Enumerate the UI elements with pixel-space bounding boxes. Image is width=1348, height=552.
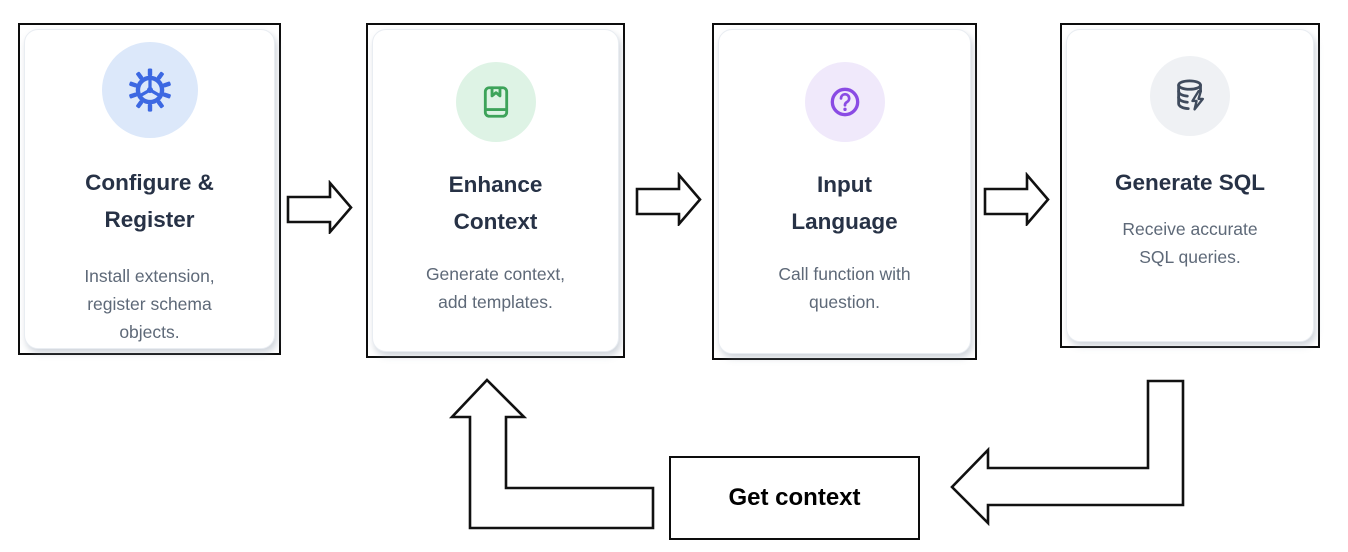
card-desc: Receive accurate SQL queries. bbox=[1122, 219, 1258, 267]
question-mark-icon bbox=[830, 87, 859, 117]
get-context-box: Get context bbox=[669, 456, 920, 540]
arrow-right-icon-1 bbox=[286, 180, 353, 234]
card-title: Configure & Register bbox=[85, 170, 214, 232]
gear-icon-circle bbox=[101, 42, 198, 138]
gear-icon bbox=[128, 68, 171, 112]
card-generate-sql-inner: Generate SQL Receive accurate SQL querie… bbox=[1066, 29, 1314, 342]
arrow-right-icon-2 bbox=[635, 172, 702, 226]
card-title: Generate SQL bbox=[1114, 170, 1266, 195]
book-icon bbox=[483, 86, 508, 118]
card-input-language-inner: Input Language Call function with questi… bbox=[718, 29, 971, 354]
card-generate-sql: Generate SQL Receive accurate SQL querie… bbox=[1060, 23, 1320, 348]
database-lightning-icon-circle bbox=[1150, 56, 1230, 136]
card-enhance-context-inner: Enhance Context Generate context, add te… bbox=[372, 29, 619, 352]
card-desc: Generate context, add templates. bbox=[425, 264, 566, 312]
arrow-right-icon-3 bbox=[983, 172, 1050, 226]
book-icon-circle bbox=[455, 62, 536, 142]
card-enhance-context: Enhance Context Generate context, add te… bbox=[366, 23, 625, 358]
loop-arrow-up-icon bbox=[448, 378, 655, 530]
database-lightning-icon bbox=[1177, 79, 1205, 111]
card-title: Input Language bbox=[791, 172, 898, 234]
card-desc: Call function with question. bbox=[778, 264, 911, 312]
get-context-label: Get context bbox=[728, 484, 861, 511]
card-configure-register: Configure & Register Install extension, … bbox=[18, 23, 281, 355]
card-title: Enhance Context bbox=[448, 172, 543, 234]
card-configure-register-inner: Configure & Register Install extension, … bbox=[24, 29, 275, 349]
card-desc: Install extension, register schema objec… bbox=[84, 266, 215, 342]
loop-arrow-left-icon bbox=[950, 379, 1185, 527]
card-input-language: Input Language Call function with questi… bbox=[712, 23, 977, 360]
question-mark-icon-circle bbox=[804, 62, 885, 142]
